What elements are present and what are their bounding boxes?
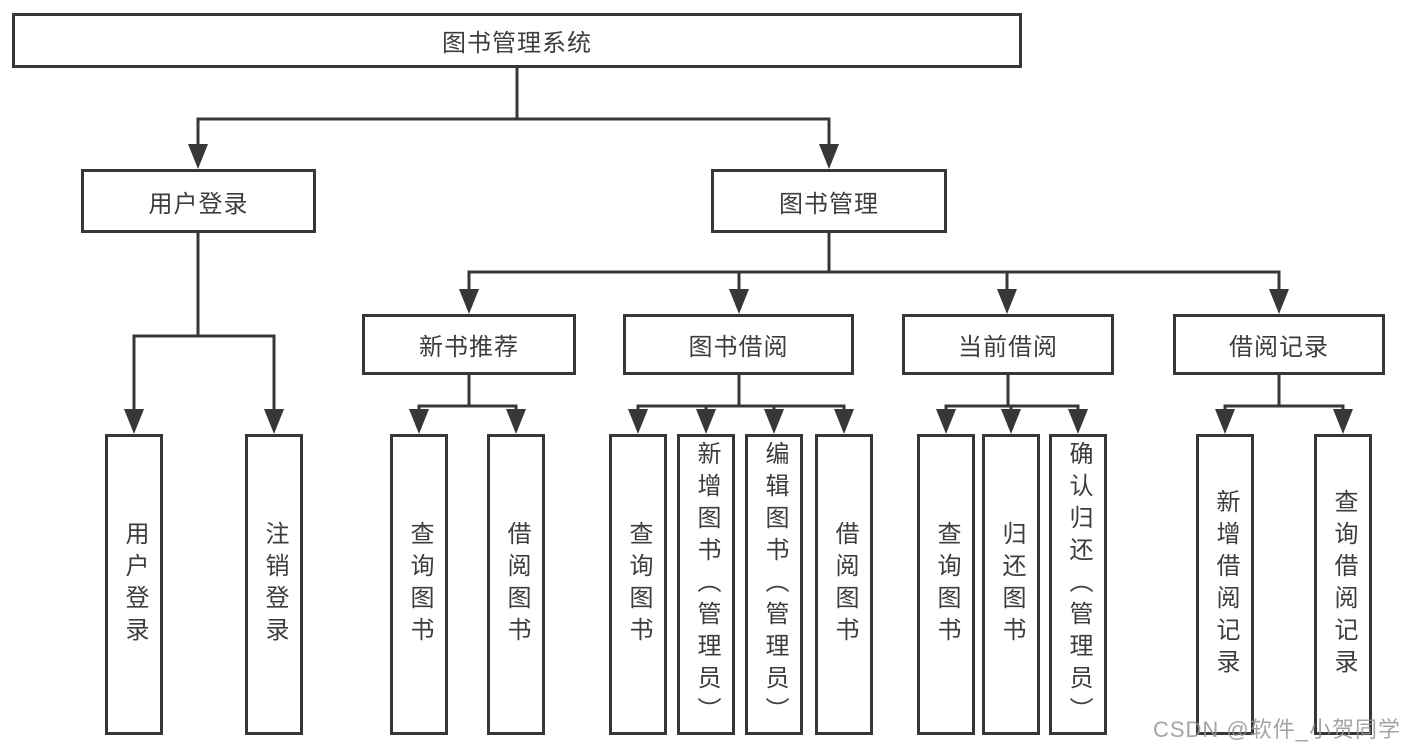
leaf-query-borrow-record: 查询借阅记录	[1314, 434, 1372, 735]
arrowhead-icon	[409, 409, 429, 434]
watermark-text: CSDN @软件_小贺同学	[1152, 717, 1401, 742]
node-current-borrow: 当前借阅	[902, 314, 1114, 375]
node-borrow-records: 借阅记录	[1173, 314, 1385, 375]
edge-current-borrow-to-leaves	[936, 373, 1088, 434]
node-label: 归还图书	[998, 520, 1025, 649]
node-label: 用户登录	[121, 520, 148, 649]
leaf-add-borrow-record: 新增借阅记录	[1196, 434, 1254, 735]
arrowhead-icon	[729, 289, 749, 314]
node-label: 用户登录	[148, 190, 249, 218]
arrowhead-icon	[1333, 409, 1353, 434]
arrowhead-icon	[696, 409, 716, 434]
node-label: 查询图书	[933, 520, 960, 649]
arrowhead-icon	[1215, 409, 1235, 434]
node-book-borrow: 图书借阅	[623, 314, 854, 375]
arrowhead-icon	[1269, 289, 1289, 314]
leaf-query-books-current: 查询图书	[917, 434, 975, 735]
arrowhead-icon	[628, 409, 648, 434]
node-book-management: 图书管理	[711, 169, 947, 233]
edge-book-management-to-level3	[459, 231, 1289, 314]
edge-borrow-records-to-leaves	[1215, 373, 1353, 434]
node-label: 新增图书（管理员）	[693, 440, 720, 729]
node-label: 编辑图书（管理员）	[761, 440, 788, 729]
leaf-edit-book-admin: 编辑图书（管理员）	[745, 434, 803, 735]
leaf-return-books: 归还图书	[982, 434, 1040, 735]
leaf-add-book-admin: 新增图书（管理员）	[677, 434, 735, 735]
edge-root-to-level2	[188, 66, 839, 169]
node-label: 新书推荐	[419, 334, 519, 361]
node-label: 查询图书	[406, 520, 433, 649]
arrowhead-icon	[834, 409, 854, 434]
leaf-user-login: 用户登录	[105, 434, 163, 735]
leaf-query-books-borrow: 查询图书	[609, 434, 667, 735]
edge-new-book-to-leaves	[409, 373, 526, 434]
arrowhead-icon	[264, 409, 284, 434]
node-label: 查询借阅记录	[1330, 488, 1357, 681]
node-label: 注销登录	[261, 520, 288, 649]
edge-book-borrow-to-leaves	[628, 373, 854, 434]
leaf-logout: 注销登录	[245, 434, 303, 735]
leaf-confirm-return-admin: 确认归还（管理员）	[1049, 434, 1107, 735]
node-label: 借阅图书	[503, 520, 530, 649]
arrowhead-icon	[1001, 409, 1021, 434]
node-label: 图书管理	[779, 190, 879, 218]
node-user-login: 用户登录	[81, 169, 316, 233]
leaf-borrow-books-recommend: 借阅图书	[487, 434, 545, 735]
node-label: 新增借阅记录	[1212, 488, 1239, 681]
arrowhead-icon	[124, 409, 144, 434]
arrowhead-icon	[188, 144, 208, 169]
arrowhead-icon	[506, 409, 526, 434]
node-label: 图书管理系统	[442, 30, 592, 57]
leaf-borrow-books: 借阅图书	[815, 434, 873, 735]
node-library-system-root: 图书管理系统	[12, 13, 1022, 68]
arrowhead-icon	[1068, 409, 1088, 434]
edge-user-login-to-leaves	[124, 231, 284, 434]
node-label: 确认归还（管理员）	[1065, 440, 1092, 729]
node-label: 当前借阅	[958, 334, 1058, 361]
node-label: 查询图书	[625, 520, 652, 649]
node-label: 图书借阅	[688, 334, 789, 361]
arrowhead-icon	[936, 409, 956, 434]
node-label: 借阅图书	[831, 520, 858, 649]
arrowhead-icon	[764, 409, 784, 434]
arrowhead-icon	[997, 289, 1017, 314]
node-label: 借阅记录	[1229, 334, 1329, 361]
leaf-query-books-recommend: 查询图书	[390, 434, 448, 735]
arrowhead-icon	[819, 144, 839, 169]
node-new-book-recommend: 新书推荐	[362, 314, 576, 375]
arrowhead-icon	[459, 289, 479, 314]
